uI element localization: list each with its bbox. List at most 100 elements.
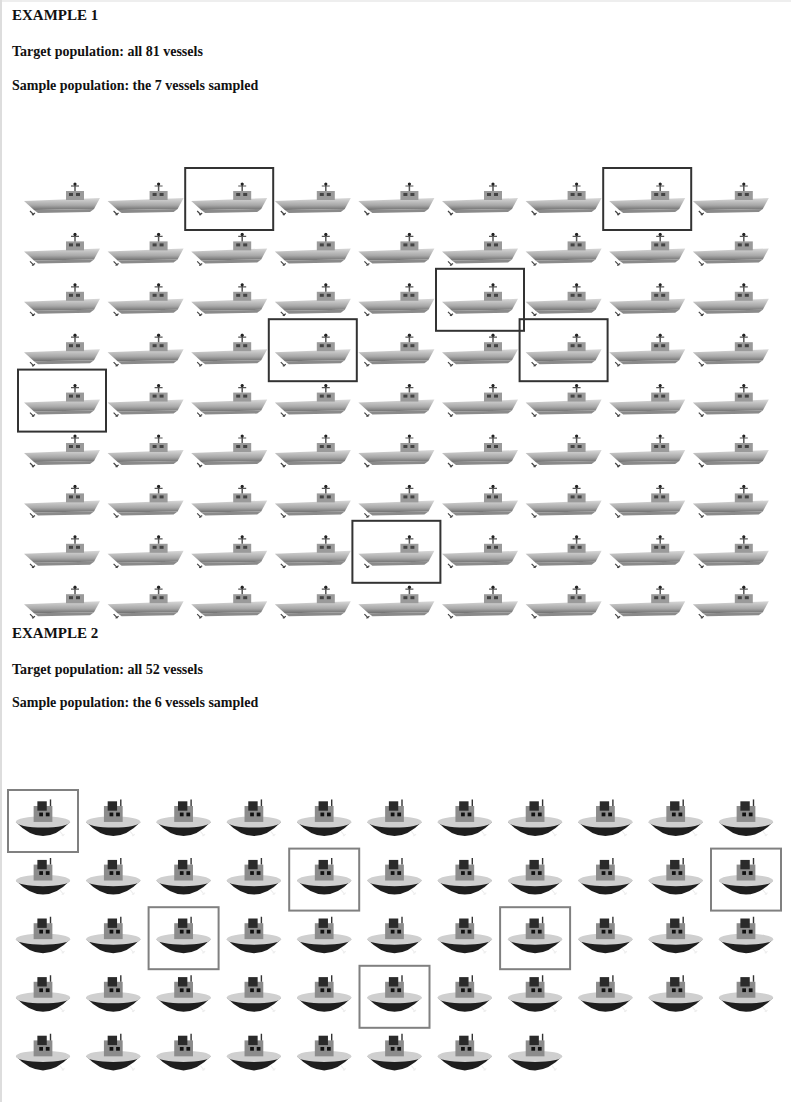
tug-vessel-icon xyxy=(693,384,769,417)
tug-vessel-icon xyxy=(108,485,184,518)
tug-vessel-icon xyxy=(358,283,434,316)
tug-vessel-icon xyxy=(358,586,434,619)
round-vessel-icon xyxy=(86,799,140,836)
round-vessel-icon xyxy=(578,975,632,1012)
tug-vessel-icon xyxy=(693,586,769,619)
round-vessel-icon xyxy=(227,858,281,895)
round-vessel-icon xyxy=(227,799,281,836)
tug-vessel-icon xyxy=(108,334,184,367)
tug-vessel-icon xyxy=(442,535,518,568)
round-vessel-icon xyxy=(719,917,773,954)
tug-vessel-icon xyxy=(191,233,267,266)
tug-vessel-icon xyxy=(526,485,602,518)
tug-vessel-icon xyxy=(191,283,267,316)
round-vessel-icon xyxy=(649,975,703,1012)
tug-vessel-icon xyxy=(442,434,518,467)
tug-vessel-icon xyxy=(693,334,769,367)
round-vessel-icon xyxy=(508,917,562,954)
round-vessel-icon xyxy=(297,917,351,954)
tug-vessel-icon xyxy=(526,283,602,316)
sample-box xyxy=(18,370,106,432)
vessel-grid xyxy=(18,168,769,618)
round-vessel-icon xyxy=(227,975,281,1012)
tug-vessel-icon xyxy=(693,535,769,568)
round-vessel-icon xyxy=(16,917,70,954)
round-vessel-icon xyxy=(156,858,210,895)
tug-vessel-icon xyxy=(526,535,602,568)
tug-vessel-icon xyxy=(609,283,685,316)
round-vessel-icon xyxy=(719,858,773,895)
tug-vessel-icon xyxy=(24,586,100,619)
tug-vessel-icon xyxy=(526,586,602,619)
tug-vessel-icon xyxy=(526,334,602,367)
tug-vessel-icon xyxy=(24,283,100,316)
tug-vessel-icon xyxy=(24,384,100,417)
tug-vessel-icon xyxy=(442,384,518,417)
sample-box xyxy=(149,907,219,969)
tug-vessel-icon xyxy=(108,586,184,619)
sample-box xyxy=(360,966,430,1028)
round-vessel-icon xyxy=(16,858,70,895)
round-vessel-icon xyxy=(16,1034,70,1071)
population-note: Target population: all 81 vessels xyxy=(12,44,203,61)
tug-vessel-icon xyxy=(191,182,267,215)
tug-vessel-icon xyxy=(609,535,685,568)
round-vessel-icon xyxy=(297,858,351,895)
tug-vessel-icon xyxy=(24,535,100,568)
round-vessel-icon xyxy=(438,975,492,1012)
tug-vessel-icon xyxy=(609,384,685,417)
tug-vessel-icon xyxy=(24,182,100,215)
round-vessel-icon xyxy=(156,917,210,954)
round-vessel-icon xyxy=(297,799,351,836)
tug-vessel-icon xyxy=(108,384,184,417)
round-vessel-icon xyxy=(367,917,421,954)
population-note: Sample population: the 7 vessels sampled xyxy=(12,78,258,95)
tug-vessel-icon xyxy=(609,182,685,215)
round-vessel-icon xyxy=(227,917,281,954)
example-heading: EXAMPLE 2 xyxy=(12,624,98,642)
tug-vessel-icon xyxy=(693,283,769,316)
page-border xyxy=(1,0,2,1102)
population-note: Sample population: the 6 vessels sampled xyxy=(12,695,258,712)
tug-vessel-icon xyxy=(191,334,267,367)
round-vessel-icon xyxy=(367,858,421,895)
round-vessel-icon xyxy=(86,917,140,954)
round-vessel-icon xyxy=(297,1034,351,1071)
tug-vessel-icon xyxy=(24,233,100,266)
sample-box xyxy=(436,269,524,331)
tug-vessel-icon xyxy=(526,233,602,266)
tug-vessel-icon xyxy=(609,485,685,518)
round-vessel-icon xyxy=(649,858,703,895)
round-vessel-icon xyxy=(719,975,773,1012)
tug-vessel-icon xyxy=(358,535,434,568)
sample-box xyxy=(269,319,357,381)
page-border xyxy=(0,1,791,2)
tug-vessel-icon xyxy=(358,233,434,266)
tug-vessel-icon xyxy=(442,485,518,518)
sample-box xyxy=(8,790,78,852)
tug-vessel-icon xyxy=(24,485,100,518)
tug-vessel-icon xyxy=(275,485,351,518)
sample-box xyxy=(520,319,608,381)
tug-vessel-icon xyxy=(275,283,351,316)
round-vessel-icon xyxy=(508,975,562,1012)
tug-vessel-icon xyxy=(275,384,351,417)
tug-vessel-icon xyxy=(358,485,434,518)
sample-box xyxy=(352,521,440,583)
sample-box xyxy=(185,168,273,230)
tug-vessel-icon xyxy=(275,233,351,266)
tug-vessel-icon xyxy=(275,334,351,367)
tug-vessel-icon xyxy=(108,283,184,316)
tug-vessel-icon xyxy=(191,535,267,568)
round-vessel-icon xyxy=(297,975,351,1012)
round-vessel-icon xyxy=(16,799,70,836)
tug-vessel-icon xyxy=(191,384,267,417)
round-vessel-icon xyxy=(16,975,70,1012)
round-vessel-icon xyxy=(508,1034,562,1071)
round-vessel-icon xyxy=(156,975,210,1012)
round-vessel-icon xyxy=(438,799,492,836)
tug-vessel-icon xyxy=(108,535,184,568)
round-vessel-icon xyxy=(719,799,773,836)
round-vessel-icon xyxy=(578,917,632,954)
